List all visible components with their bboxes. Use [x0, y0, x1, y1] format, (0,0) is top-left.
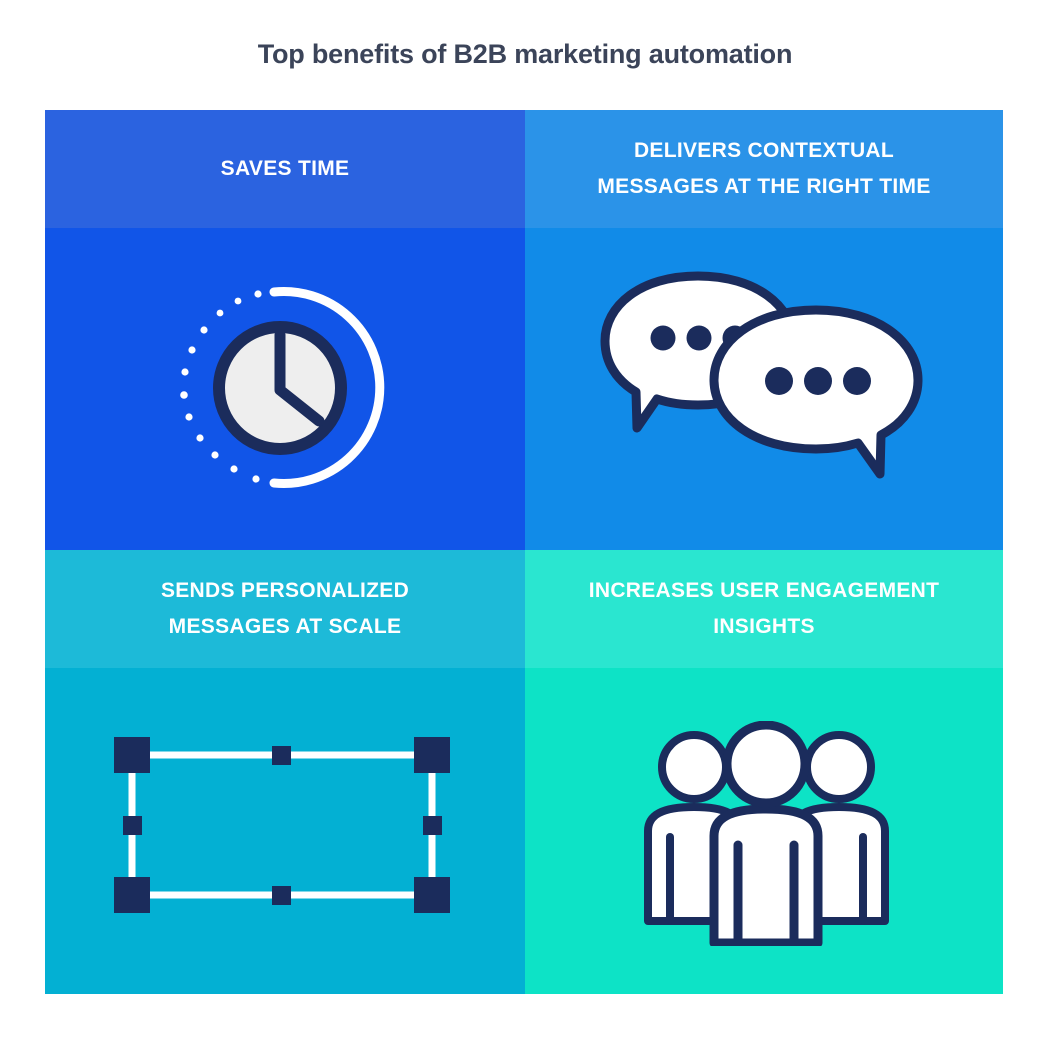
header-line-2: MESSAGES AT SCALE: [168, 615, 402, 638]
quadrant-body-engagement-insights: [525, 668, 1003, 994]
quadrant-body-contextual-messages: [525, 228, 1003, 550]
speech-bubbles-icon: [589, 271, 939, 507]
person-center: [709, 720, 822, 947]
quadrant-body-saves-time: [45, 228, 525, 550]
quadrant-engagement-insights: INCREASES USER ENGAGEMENT INSIGHTS: [525, 550, 1003, 994]
page-title: Top benefits of B2B marketing automation: [257, 39, 793, 69]
quadrant-saves-time: SAVES TIME: [45, 110, 525, 550]
quadrant-header-label: DELIVERS CONTEXTUAL MESSAGES AT THE RIGH…: [597, 133, 930, 205]
header-line-1: SENDS PERSONALIZED: [160, 578, 410, 602]
speech-bubble-front: [709, 305, 923, 478]
benefits-grid: SAVES TIME: [45, 110, 1003, 994]
quadrant-header-contextual-messages: DELIVERS CONTEXTUAL MESSAGES AT THE RIGH…: [525, 110, 1003, 228]
clock-icon: [178, 282, 393, 497]
quadrant-header-label: INCREASES USER ENGAGEMENT INSIGHTS: [589, 573, 940, 645]
edge-handles: [123, 746, 442, 905]
header-line-1: SAVES TIME: [220, 156, 350, 180]
quadrant-contextual-messages: DELIVERS CONTEXTUAL MESSAGES AT THE RIGH…: [525, 110, 1003, 550]
header-line-2: MESSAGES AT THE RIGHT TIME: [597, 175, 931, 198]
quadrant-header-label: SENDS PERSONALIZED MESSAGES AT SCALE: [161, 573, 409, 645]
scale-handles-icon: [105, 731, 465, 931]
header-line-1: DELIVERS CONTEXTUAL: [633, 138, 895, 162]
quadrant-personalized-at-scale: SENDS PERSONALIZED MESSAGES AT SCALE: [45, 550, 525, 994]
corner-handles: [114, 737, 450, 913]
people-group-icon: [632, 719, 897, 947]
quadrant-body-personalized-at-scale: [45, 668, 525, 994]
quadrant-header-saves-time: SAVES TIME: [45, 110, 525, 228]
header-line-1: INCREASES USER ENGAGEMENT: [588, 578, 940, 602]
header-line-2: INSIGHTS: [713, 615, 815, 638]
quadrant-header-label: SAVES TIME: [221, 151, 350, 187]
quadrant-header-personalized-at-scale: SENDS PERSONALIZED MESSAGES AT SCALE: [45, 550, 525, 668]
quadrant-header-engagement-insights: INCREASES USER ENGAGEMENT INSIGHTS: [525, 550, 1003, 668]
